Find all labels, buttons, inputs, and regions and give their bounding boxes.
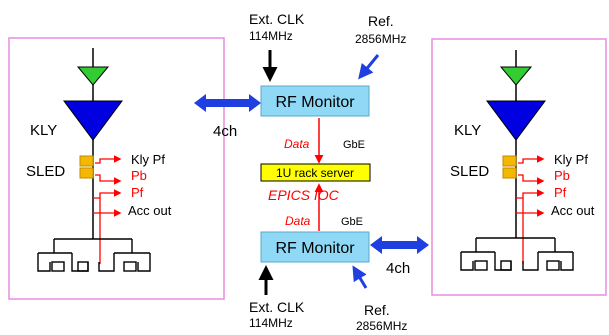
driver-amplifier-icon	[499, 66, 533, 86]
4ch-left-link: 4ch	[194, 94, 261, 140]
klystron-icon	[486, 100, 546, 141]
ref-bottom-arrow	[352, 265, 368, 289]
rf-monitor-top-label: RF Monitor	[275, 94, 355, 111]
kly-label: KLY	[454, 122, 481, 139]
ref-top-arrow	[358, 54, 380, 80]
ext-clk-top-input: Ext. CLK 114MHz	[249, 11, 305, 82]
pf-label: Pf	[554, 185, 567, 200]
epics-ioc-label: EPICS IOC	[268, 187, 340, 203]
rack-server-label: 1U rack server	[276, 166, 354, 180]
rf-monitor-top-box	[260, 85, 370, 117]
sled-label: SLED	[26, 163, 65, 180]
double-arrow-right-icon	[370, 236, 429, 254]
driver-amplifier-icon	[76, 66, 110, 86]
rf-monitor-bottom-box	[260, 231, 370, 263]
gbe-top-label: GbE	[343, 139, 365, 151]
ref-bottom-input: Ref. 2856MHz	[352, 265, 407, 333]
left-station-panel: KLY SLED Kly Pf Pb Pf Acc out	[8, 37, 225, 300]
accelerating-structures-icon	[37, 238, 151, 272]
ext-clk-top-freq: 114MHz	[249, 29, 293, 43]
sled-lower-cavity-icon	[79, 167, 94, 179]
ext-clk-bottom-freq: 114MHz	[249, 316, 293, 330]
pf-label: Pf	[131, 185, 144, 200]
pb-pickup-arrow	[95, 174, 122, 185]
kly-pf-label: Kly Pf	[131, 152, 165, 167]
klystron-icon	[63, 100, 123, 141]
ext-clk-top-label: Ext. CLK	[249, 11, 305, 27]
kly-pf-pickup-arrow	[95, 155, 122, 164]
ext-clk-bottom-label: Ext. CLK	[249, 299, 305, 315]
data-top-label: Data	[284, 137, 310, 151]
ref-bottom-label: Ref.	[364, 302, 390, 318]
kly-pf-pickup-arrow	[518, 155, 545, 164]
gbe-bottom-label: GbE	[341, 216, 363, 228]
4ch-right-link: 4ch	[370, 236, 429, 277]
pb-label: Pb	[554, 168, 570, 183]
pf-pickup-arrow	[516, 189, 545, 199]
sled-upper-cavity-icon	[502, 155, 517, 167]
kly-label: KLY	[30, 122, 57, 139]
accelerating-structures-icon	[460, 237, 574, 271]
double-arrow-left-icon	[194, 94, 261, 112]
right-station-panel: KLY SLED Kly Pf Pb Pf Acc out	[431, 38, 607, 296]
pf-pickup-arrow	[93, 189, 122, 199]
ref-top-input: Ref. 2856MHz	[355, 13, 406, 80]
pb-label: Pb	[131, 168, 147, 183]
rack-server-box	[260, 163, 371, 182]
channels-right-label: 4ch	[386, 260, 410, 277]
acc-out-label: Acc out	[128, 203, 172, 218]
rf-monitor-bottom-label: RF Monitor	[275, 240, 355, 257]
data-bottom-label: Data	[285, 214, 311, 228]
ref-top-freq: 2856MHz	[355, 32, 406, 46]
channels-left-label: 4ch	[213, 123, 237, 140]
sled-label: SLED	[450, 163, 489, 180]
ext-clk-bottom-input: Ext. CLK 114MHz	[249, 265, 305, 330]
acc-out-label: Acc out	[551, 203, 595, 218]
sled-upper-cavity-icon	[79, 155, 94, 167]
kly-pf-label: Kly Pf	[554, 152, 588, 167]
sled-lower-cavity-icon	[502, 167, 517, 179]
pb-pickup-arrow	[518, 174, 545, 185]
ref-top-label: Ref.	[368, 13, 394, 29]
ref-bottom-freq: 2856MHz	[356, 319, 407, 333]
